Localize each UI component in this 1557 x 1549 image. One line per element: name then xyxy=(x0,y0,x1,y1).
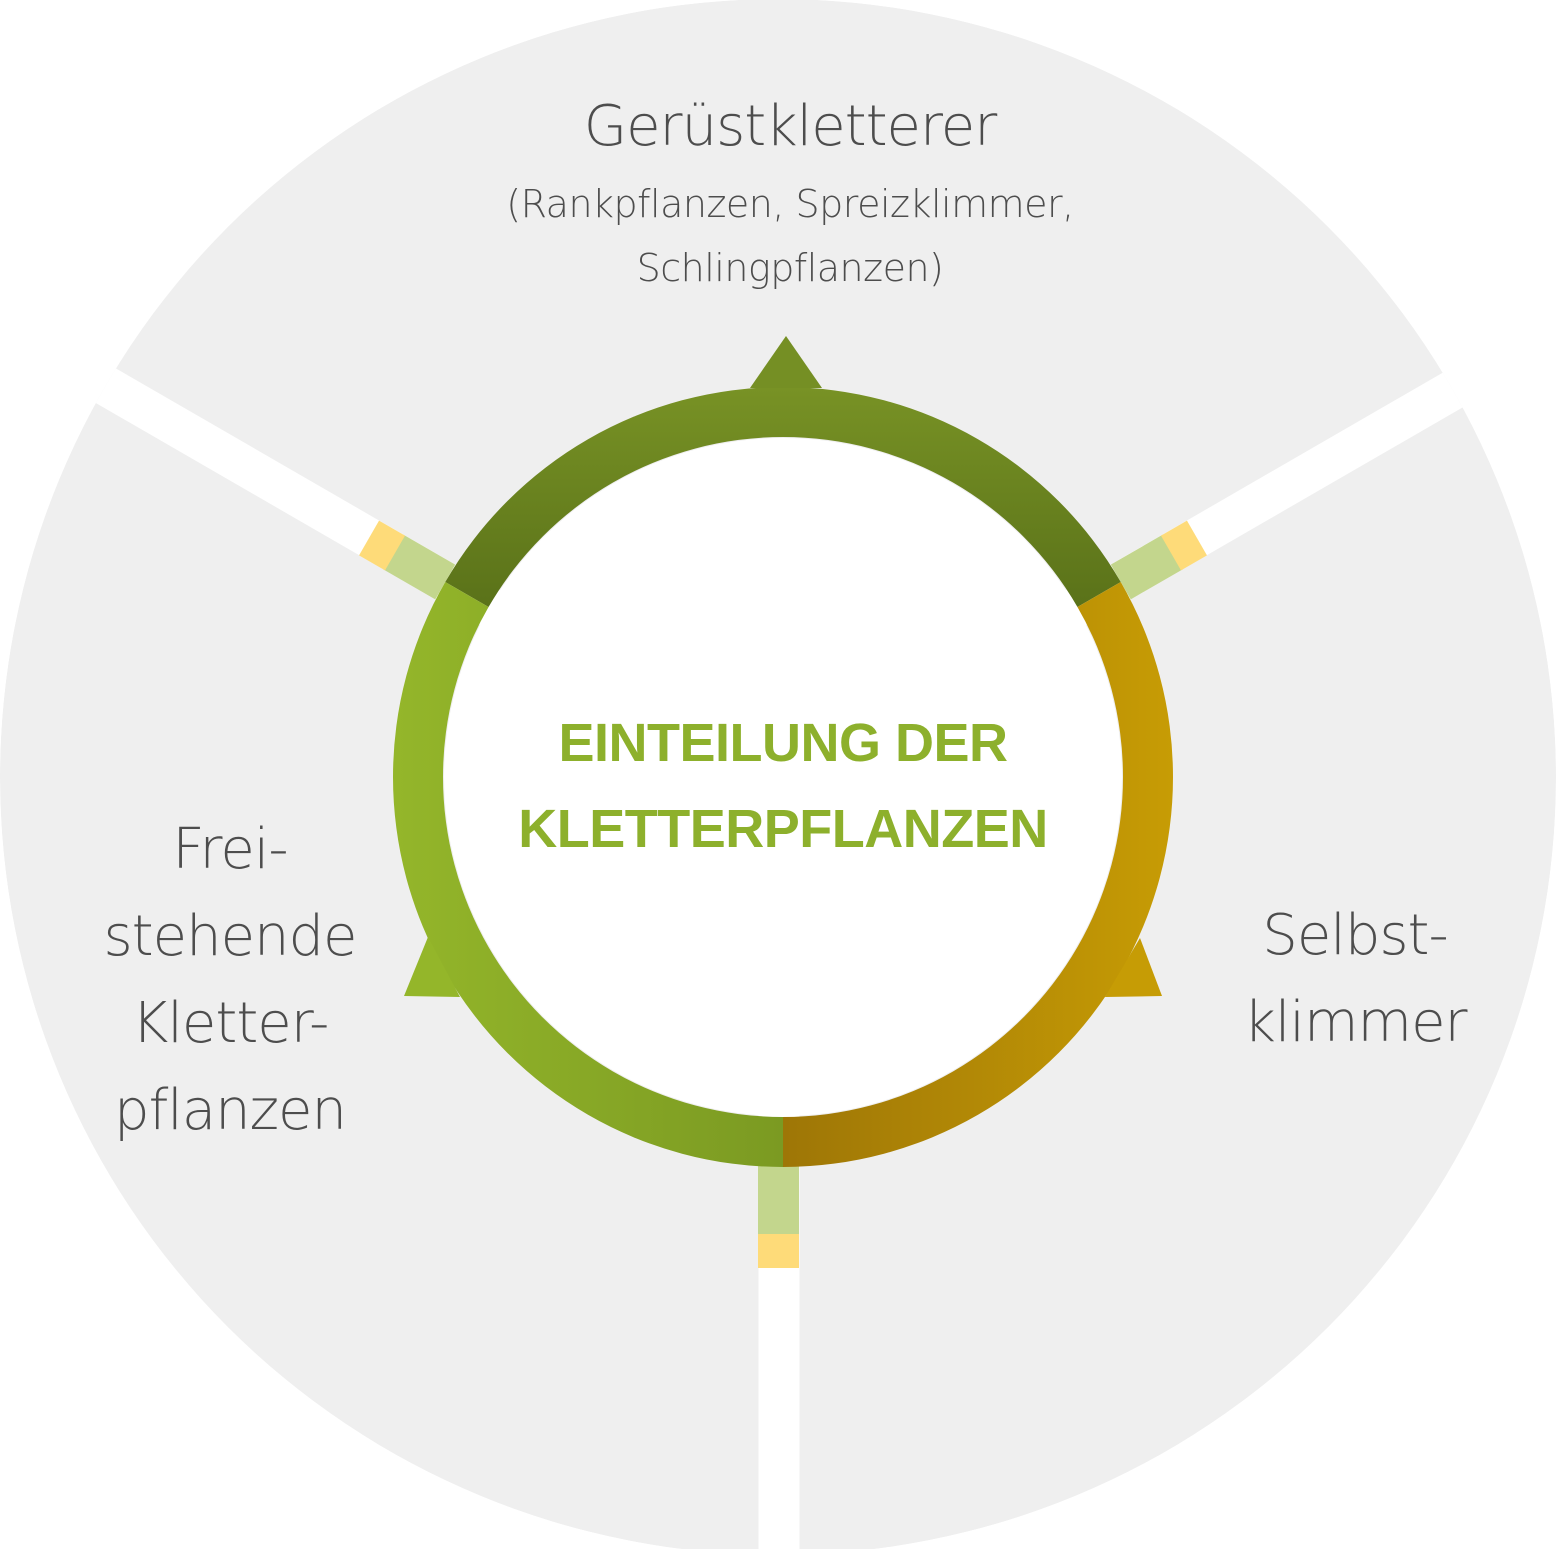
connector-green-upper-left xyxy=(383,534,456,600)
connector-green-bottom xyxy=(758,1160,799,1234)
segment-title-geruestkletterer: Gerüstkletterer xyxy=(583,94,998,159)
center-disc xyxy=(444,438,1122,1116)
segment-title-selbstklimmer: Selbst- klimmer xyxy=(1243,903,1467,1055)
connector-yellow-bottom xyxy=(758,1234,799,1268)
segment-title-freistehende: Frei- stehende Kletter- pflanzen xyxy=(103,817,357,1143)
connector-yellow-upper-right xyxy=(1160,520,1207,571)
connector-yellow-upper-left xyxy=(359,520,406,571)
center-title: EINTEILUNG DER KLETTERPFLANZEN xyxy=(518,713,1048,859)
connectors xyxy=(359,520,1207,1268)
connector-green-upper-right xyxy=(1110,534,1183,600)
arrow-up-icon xyxy=(750,336,822,388)
ring xyxy=(392,336,1174,1167)
ring-segment-left xyxy=(392,582,783,1167)
ring-segment-right xyxy=(783,582,1174,1167)
segment-subtitle-geruestkletterer: (Rankpflanzen, Spreizklimmer, Schlingpfl… xyxy=(506,182,1074,290)
ring-segment-top xyxy=(445,386,1121,607)
arrow-right-icon xyxy=(1105,938,1162,997)
arrow-left-icon xyxy=(404,937,460,997)
